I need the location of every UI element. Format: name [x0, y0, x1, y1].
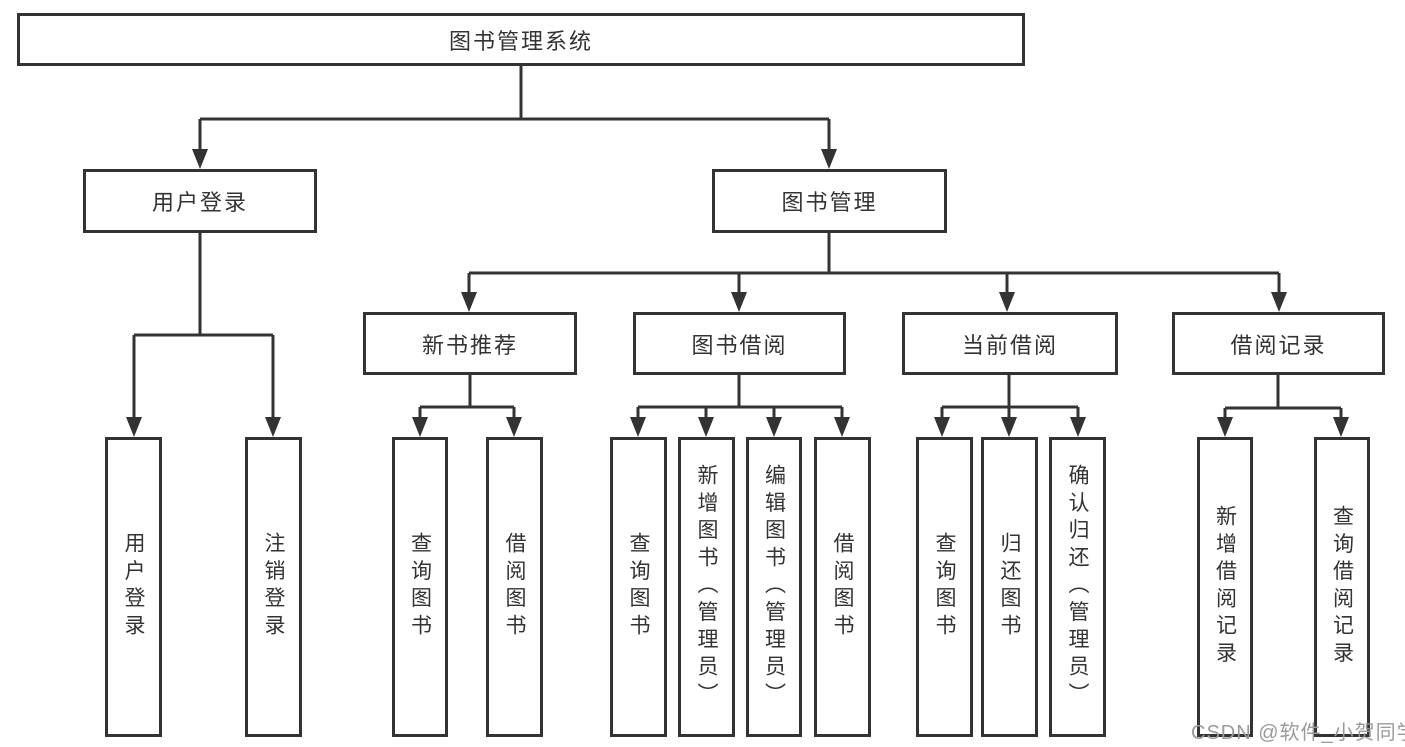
node-borrow-records: 借阅记录: [1172, 312, 1385, 375]
node-nbr-query-book: 查询图书: [392, 437, 448, 737]
node-bb-add-book: 新增图书（管理员）: [678, 437, 735, 737]
node-bb-query-book: 查询图书: [610, 437, 667, 737]
arrowheads: [126, 149, 1349, 437]
node-cb-query-book: 查询图书: [916, 437, 973, 737]
node-current-borrow: 当前借阅: [902, 312, 1118, 375]
node-bb-borrow-book: 借阅图书: [814, 437, 871, 737]
node-user-login-branch: 用户登录: [83, 169, 317, 233]
node-cb-return-book: 归还图书: [981, 437, 1038, 737]
node-book-borrow: 图书借阅: [633, 312, 846, 375]
node-new-book-rec: 新书推荐: [363, 312, 577, 375]
node-bb-edit-book: 编辑图书（管理员）: [746, 437, 802, 737]
node-book-mgmt-branch: 图书管理: [712, 169, 947, 233]
node-root: 图书管理系统: [17, 13, 1025, 66]
node-br-query-record: 查询借阅记录: [1314, 437, 1370, 737]
watermark: CSDN @软件_小贺同学: [1191, 722, 1405, 744]
node-cb-confirm-return: 确认归还（管理员）: [1049, 437, 1106, 737]
node-br-add-record: 新增借阅记录: [1197, 437, 1253, 737]
node-logout: 注销登录: [245, 437, 302, 737]
node-login: 用户登录: [105, 437, 162, 737]
node-nbr-borrow-book: 借阅图书: [486, 437, 543, 737]
